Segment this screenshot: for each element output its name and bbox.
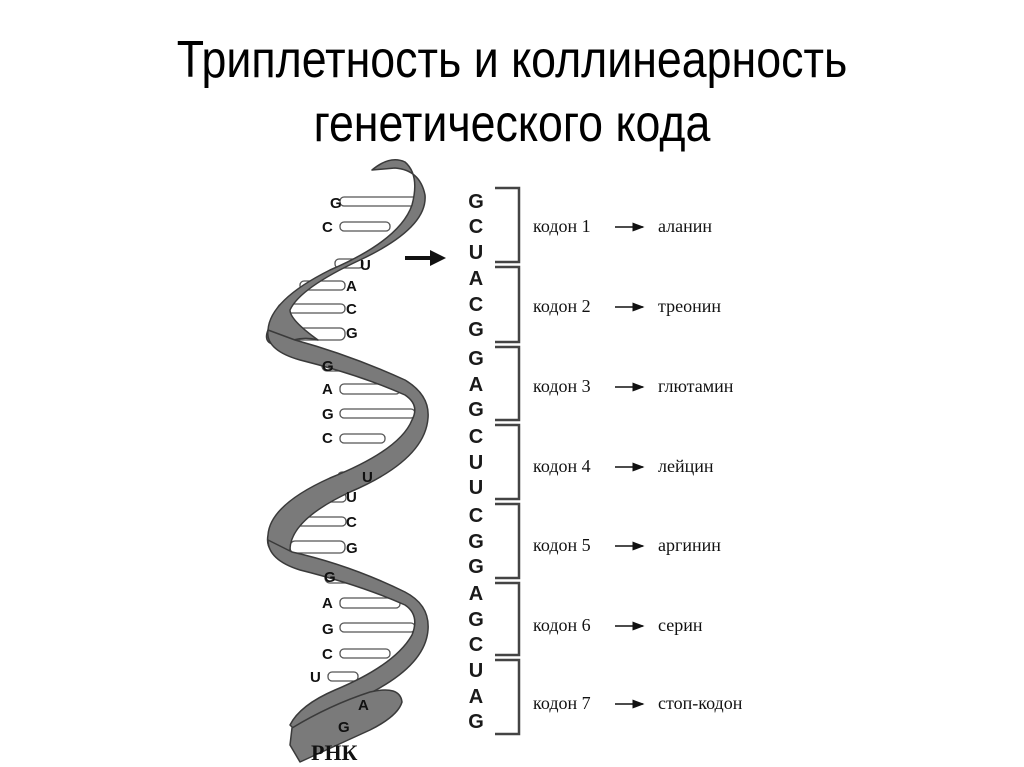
arrow-right-icon [405,250,446,266]
sequence-letter: G [468,711,484,733]
codon-list: кодон 1 аланин кодон 2 треонин кодон 3 г… [533,216,743,713]
rna-sequence-column: G C U A C G G A G C U U C G G A G C U A … [468,191,484,733]
amino-acid-label: стоп-кодон [658,693,743,713]
base-letter: U [310,669,321,686]
base-letter: C [346,514,357,531]
sequence-letter: C [469,216,483,238]
sequence-letter: G [468,531,484,553]
base-letter: G [346,325,358,342]
base-letter: C [322,646,333,663]
base-letter: A [358,697,369,714]
sequence-letter: U [469,660,483,682]
rna-label: РНК [311,740,358,765]
base-letter: A [322,381,333,398]
helix-base-letters: G C U A C G G A G C U U C G G A G C U A … [310,195,373,736]
codon-label: кодон 7 [533,693,591,713]
codon-row-6: кодон 6 серин [533,615,703,635]
codon-row-5: кодон 5 аргинин [533,535,721,555]
codon-brackets [495,186,521,736]
sequence-letter: G [468,609,484,631]
codon-label: кодон 1 [533,216,591,236]
sequence-letter: C [469,634,483,656]
base-letter: U [346,489,357,506]
codon-row-7: кодон 7 стоп-кодон [533,693,743,713]
sequence-letter: A [469,268,483,290]
amino-acid-label: лейцин [658,456,714,476]
codon-label: кодон 4 [533,456,591,476]
base-letter: G [322,621,334,638]
base-letter: C [322,430,333,447]
sequence-letter: U [469,477,483,499]
amino-acid-label: аланин [658,216,712,236]
codon-row-1: кодон 1 аланин [533,216,712,236]
base-letter: G [346,540,358,557]
title-line-1: Триплетность и коллинеарность [176,31,848,89]
base-letter: G [324,569,336,586]
sequence-letter: G [468,191,484,213]
sequence-letter: A [469,374,483,396]
sequence-letter: G [468,319,484,341]
codon-row-3: кодон 3 глютамин [533,376,734,396]
amino-acid-label: глютамин [658,376,734,396]
amino-acid-label: серин [658,615,703,635]
base-letter: U [360,257,371,274]
base-letter: G [322,406,334,423]
sequence-letter: A [469,583,483,605]
sequence-letter: G [468,399,484,421]
sequence-letter: G [468,556,484,578]
sequence-letter: C [469,426,483,448]
codon-label: кодон 6 [533,615,591,635]
amino-acid-label: аргинин [658,535,721,555]
base-letter: G [338,719,350,736]
base-letter: A [346,278,357,295]
slide-title: Триплетность и коллинеарность генетическ… [72,28,953,156]
codon-label: кодон 3 [533,376,591,396]
base-letter: G [322,358,334,375]
sequence-letter: A [469,686,483,708]
sequence-letter: C [469,505,483,527]
base-letter: A [322,595,333,612]
sequence-letter: G [468,348,484,370]
sequence-letter: C [469,294,483,316]
base-letter: C [346,301,357,318]
amino-acid-label: треонин [658,296,721,316]
base-letter: C [322,219,333,236]
rna-helix-strand [265,159,429,763]
codon-label: кодон 2 [533,296,591,316]
base-letter: G [330,195,342,212]
sequence-letter: U [469,452,483,474]
codon-row-2: кодон 2 треонин [533,296,721,316]
codon-label: кодон 5 [533,535,591,555]
title-line-2: генетического кода [313,95,711,153]
codon-row-4: кодон 4 лейцин [533,456,714,476]
base-letter: U [362,469,373,486]
sequence-letter: U [469,242,483,264]
